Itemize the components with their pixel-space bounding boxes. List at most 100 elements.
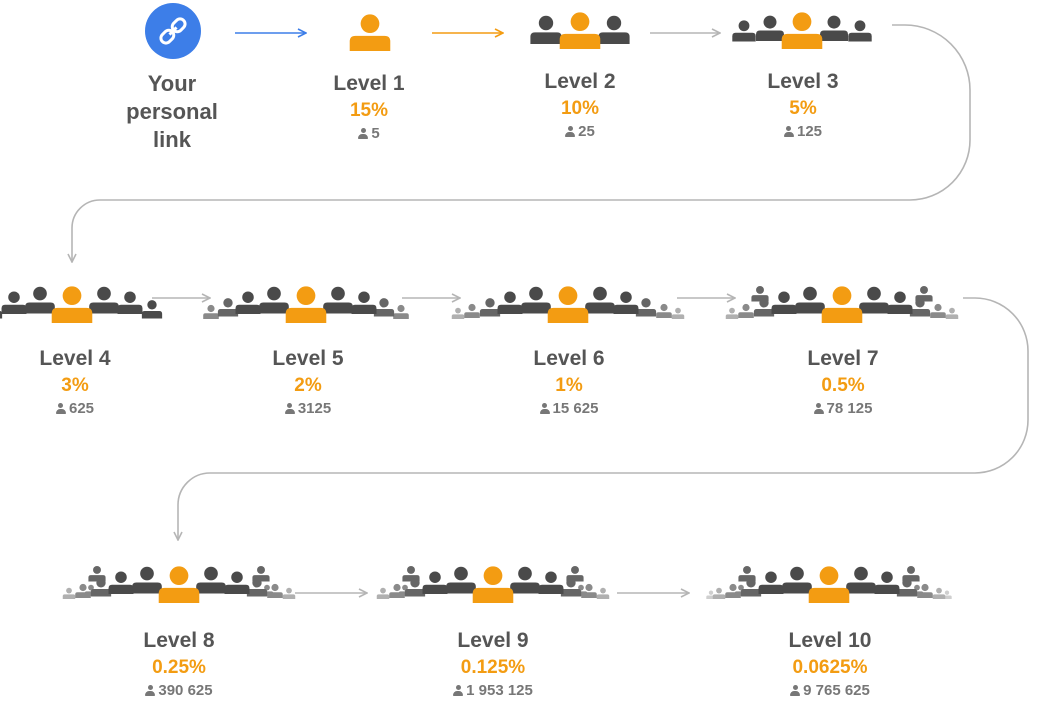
person-icon xyxy=(25,286,55,314)
link-icon xyxy=(145,3,201,59)
level-count: 9 765 625 xyxy=(803,682,870,699)
level-count: 125 xyxy=(796,123,823,140)
crowd-level-9 xyxy=(376,565,610,603)
person-icon xyxy=(451,307,465,319)
person-icon xyxy=(1,291,27,314)
person-icon xyxy=(235,291,261,314)
person-icon xyxy=(795,286,825,314)
person-icon xyxy=(781,12,823,49)
person-icon xyxy=(896,578,918,597)
crowd-level-6 xyxy=(451,286,685,323)
person-icon xyxy=(581,583,597,598)
person-icon xyxy=(538,571,564,594)
person-icon xyxy=(158,566,200,603)
crowd-level-10 xyxy=(706,565,952,603)
level-label: Level 4 xyxy=(39,347,111,370)
person-icon xyxy=(732,20,756,42)
level-count: 25 xyxy=(578,123,595,140)
crowd-level-5 xyxy=(203,286,409,323)
person-icon xyxy=(671,307,685,319)
person-icon xyxy=(145,685,156,696)
crowd-level-8 xyxy=(62,565,296,603)
crowd-level-4 xyxy=(0,286,163,323)
person-icon xyxy=(422,571,448,594)
person-icon xyxy=(755,15,785,41)
person-icon xyxy=(358,128,369,139)
level-4-block: Level 4 3% 625 xyxy=(0,347,175,418)
person-icon xyxy=(267,583,283,598)
person-icon xyxy=(859,286,889,314)
person-icon xyxy=(132,566,162,594)
person-icon xyxy=(376,587,390,599)
person-icon xyxy=(404,578,426,597)
person-icon xyxy=(479,298,501,317)
level-count: 3125 xyxy=(297,400,332,417)
person-icon xyxy=(783,126,794,137)
person-icon xyxy=(932,587,946,599)
connectors xyxy=(72,24,1029,593)
person-icon xyxy=(472,566,514,603)
level-count: 5 xyxy=(371,125,380,142)
person-icon xyxy=(819,15,849,41)
person-icon xyxy=(453,685,464,696)
person-icon xyxy=(598,15,630,44)
level-percent: 5% xyxy=(789,98,817,119)
person-icon xyxy=(725,307,739,319)
level-label: Level 10 xyxy=(788,629,872,652)
level-label: Level 9 xyxy=(457,629,529,652)
person-icon xyxy=(712,587,726,599)
person-icon xyxy=(88,565,106,582)
person-icon xyxy=(848,20,872,42)
person-icon xyxy=(530,15,562,44)
level-count: 78 125 xyxy=(826,400,873,417)
person-icon xyxy=(547,286,589,323)
level-percent: 1% xyxy=(555,375,583,396)
arrow-level-7-to-level-8 xyxy=(178,297,1029,540)
person-icon xyxy=(808,566,850,603)
person-icon xyxy=(284,403,295,414)
person-icon xyxy=(635,298,657,317)
person-icon xyxy=(596,587,610,599)
person-icon xyxy=(373,298,395,317)
level-percent: 0.5% xyxy=(821,375,865,396)
crowd-icons xyxy=(0,12,959,603)
person-icon xyxy=(738,303,754,318)
person-icon xyxy=(282,587,296,599)
person-icon xyxy=(141,300,163,319)
level-3-block: Level 3 5% 125 xyxy=(703,70,903,141)
person-icon xyxy=(740,578,762,597)
person-icon xyxy=(224,571,250,594)
level-percent: 0.0625% xyxy=(792,657,868,678)
person-icon xyxy=(909,298,931,317)
person-icon xyxy=(62,587,76,599)
person-icon xyxy=(217,298,239,317)
crowd-level-2 xyxy=(530,12,630,49)
person-icon xyxy=(497,291,523,314)
level-label: Level 6 xyxy=(533,347,605,370)
person-icon xyxy=(259,286,289,314)
person-icon xyxy=(559,12,601,49)
person-icon xyxy=(196,566,226,594)
level-label: Level 7 xyxy=(807,347,879,370)
arrow-level-3-to-level-4 xyxy=(72,24,971,262)
level-percent: 10% xyxy=(560,98,600,119)
crowd-level-3 xyxy=(732,12,872,49)
level-label: Level 3 xyxy=(767,70,839,93)
person-icon xyxy=(393,304,409,319)
level-percent: 2% xyxy=(294,375,322,396)
person-icon xyxy=(55,403,66,414)
person-icon xyxy=(351,291,377,314)
person-icon xyxy=(203,304,219,319)
level-count: 625 xyxy=(68,400,95,417)
person-icon xyxy=(585,286,615,314)
level-9-block: Level 9 0.125% 1 953 125 xyxy=(393,629,593,700)
personal-link-label: Your personal link xyxy=(126,71,218,152)
person-icon xyxy=(117,291,143,314)
level-1-block: Level 1 15% 5 xyxy=(269,72,469,143)
person-icon xyxy=(389,583,405,598)
person-icon xyxy=(725,583,741,598)
person-icon xyxy=(945,307,959,319)
crowd-level-1 xyxy=(349,14,391,51)
level-2-block: Level 2 10% 25 xyxy=(480,70,680,141)
